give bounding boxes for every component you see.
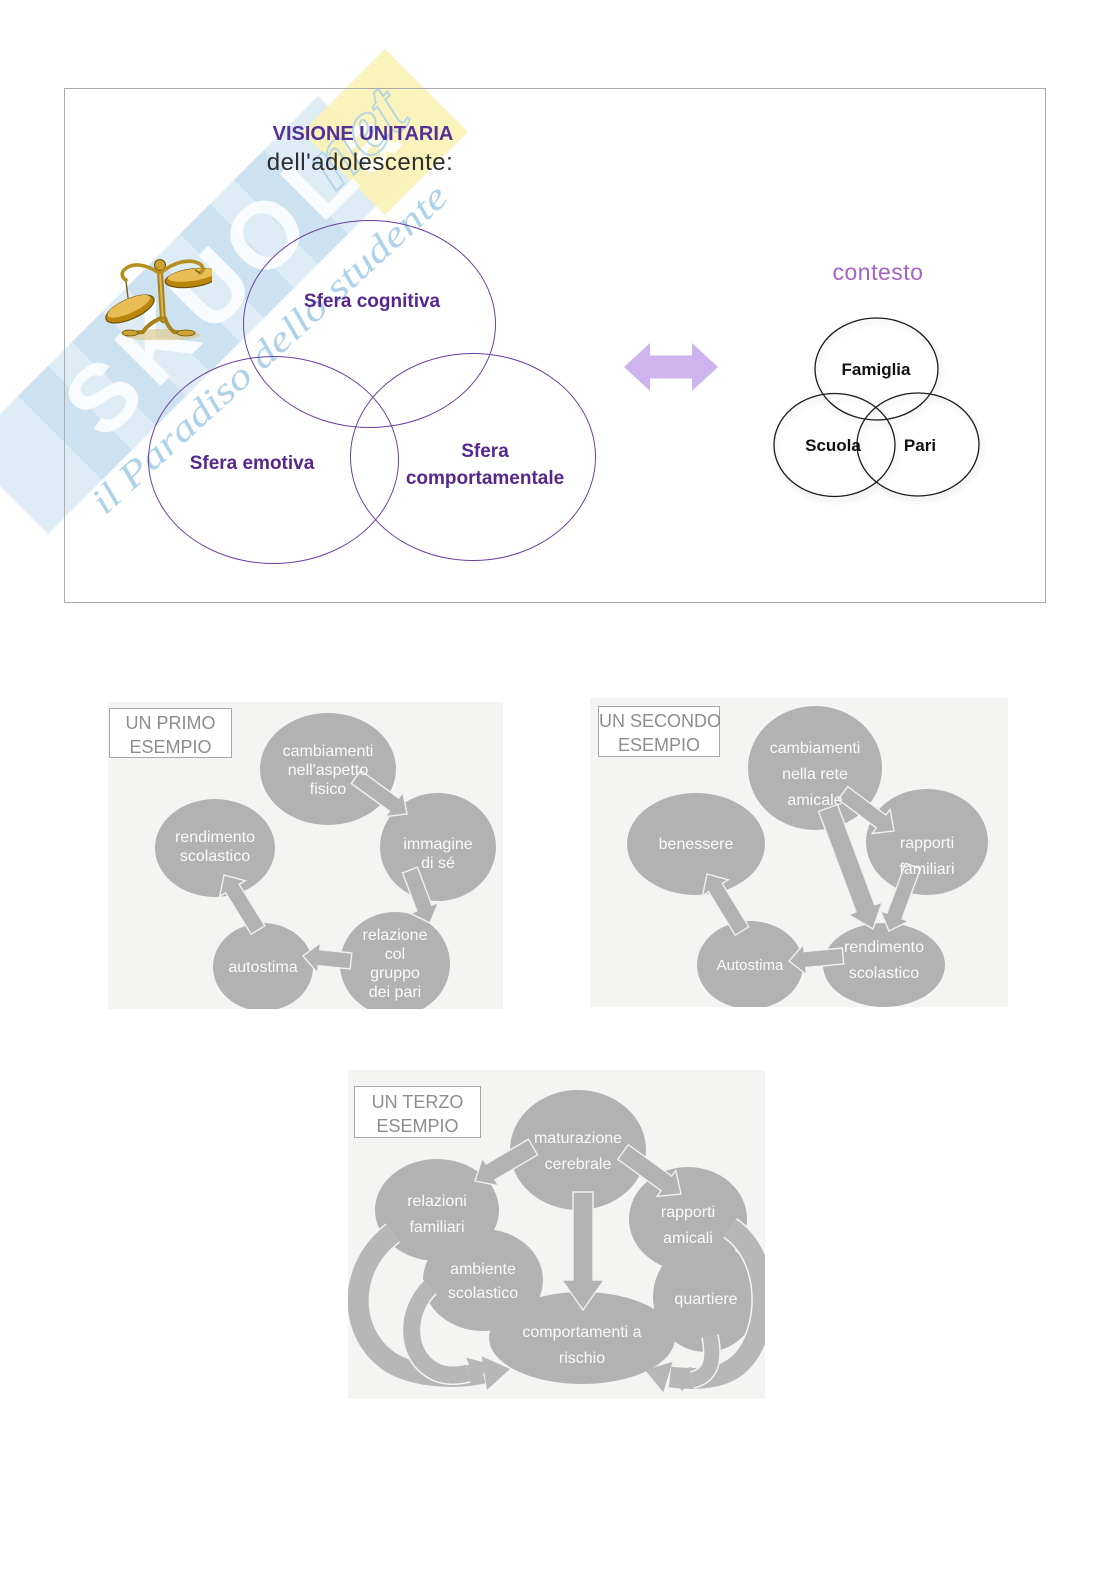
svg-text:Famiglia: Famiglia (842, 360, 912, 379)
svg-text:Scuola: Scuola (805, 436, 861, 455)
svg-text:Pari: Pari (904, 436, 936, 455)
svg-text:benessere: benessere (659, 836, 734, 853)
svg-text:Autostima: Autostima (717, 957, 784, 974)
svg-text:quartiere: quartiere (674, 1291, 737, 1308)
svg-text:autostima: autostima (228, 959, 297, 976)
